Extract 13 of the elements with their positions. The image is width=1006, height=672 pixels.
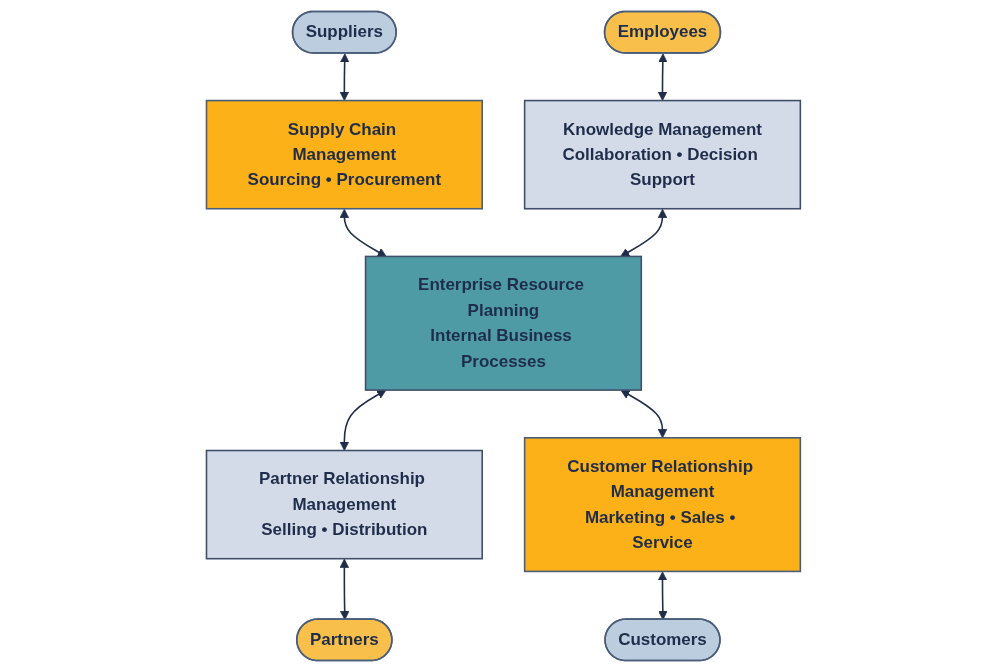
arrow [339, 558, 349, 621]
node-box: Supply Chain Management Sourcing • Procurement [205, 99, 483, 210]
arrow [657, 571, 668, 621]
arrow [339, 53, 349, 101]
arrow [339, 389, 386, 451]
node-box: Enterprise Resource Planning Internal Business Processes [364, 255, 642, 391]
node-box: Customer Relationship Management Marketing • Sales • Service [523, 437, 801, 573]
node-box: Knowledge Management Collaboration • Decision Support [523, 99, 801, 210]
arrow [619, 208, 667, 257]
arrow [620, 389, 667, 439]
node-box: Partner Relationship Management Selling • Distribution [205, 449, 483, 560]
arrow [657, 53, 668, 101]
arrow [339, 208, 387, 257]
